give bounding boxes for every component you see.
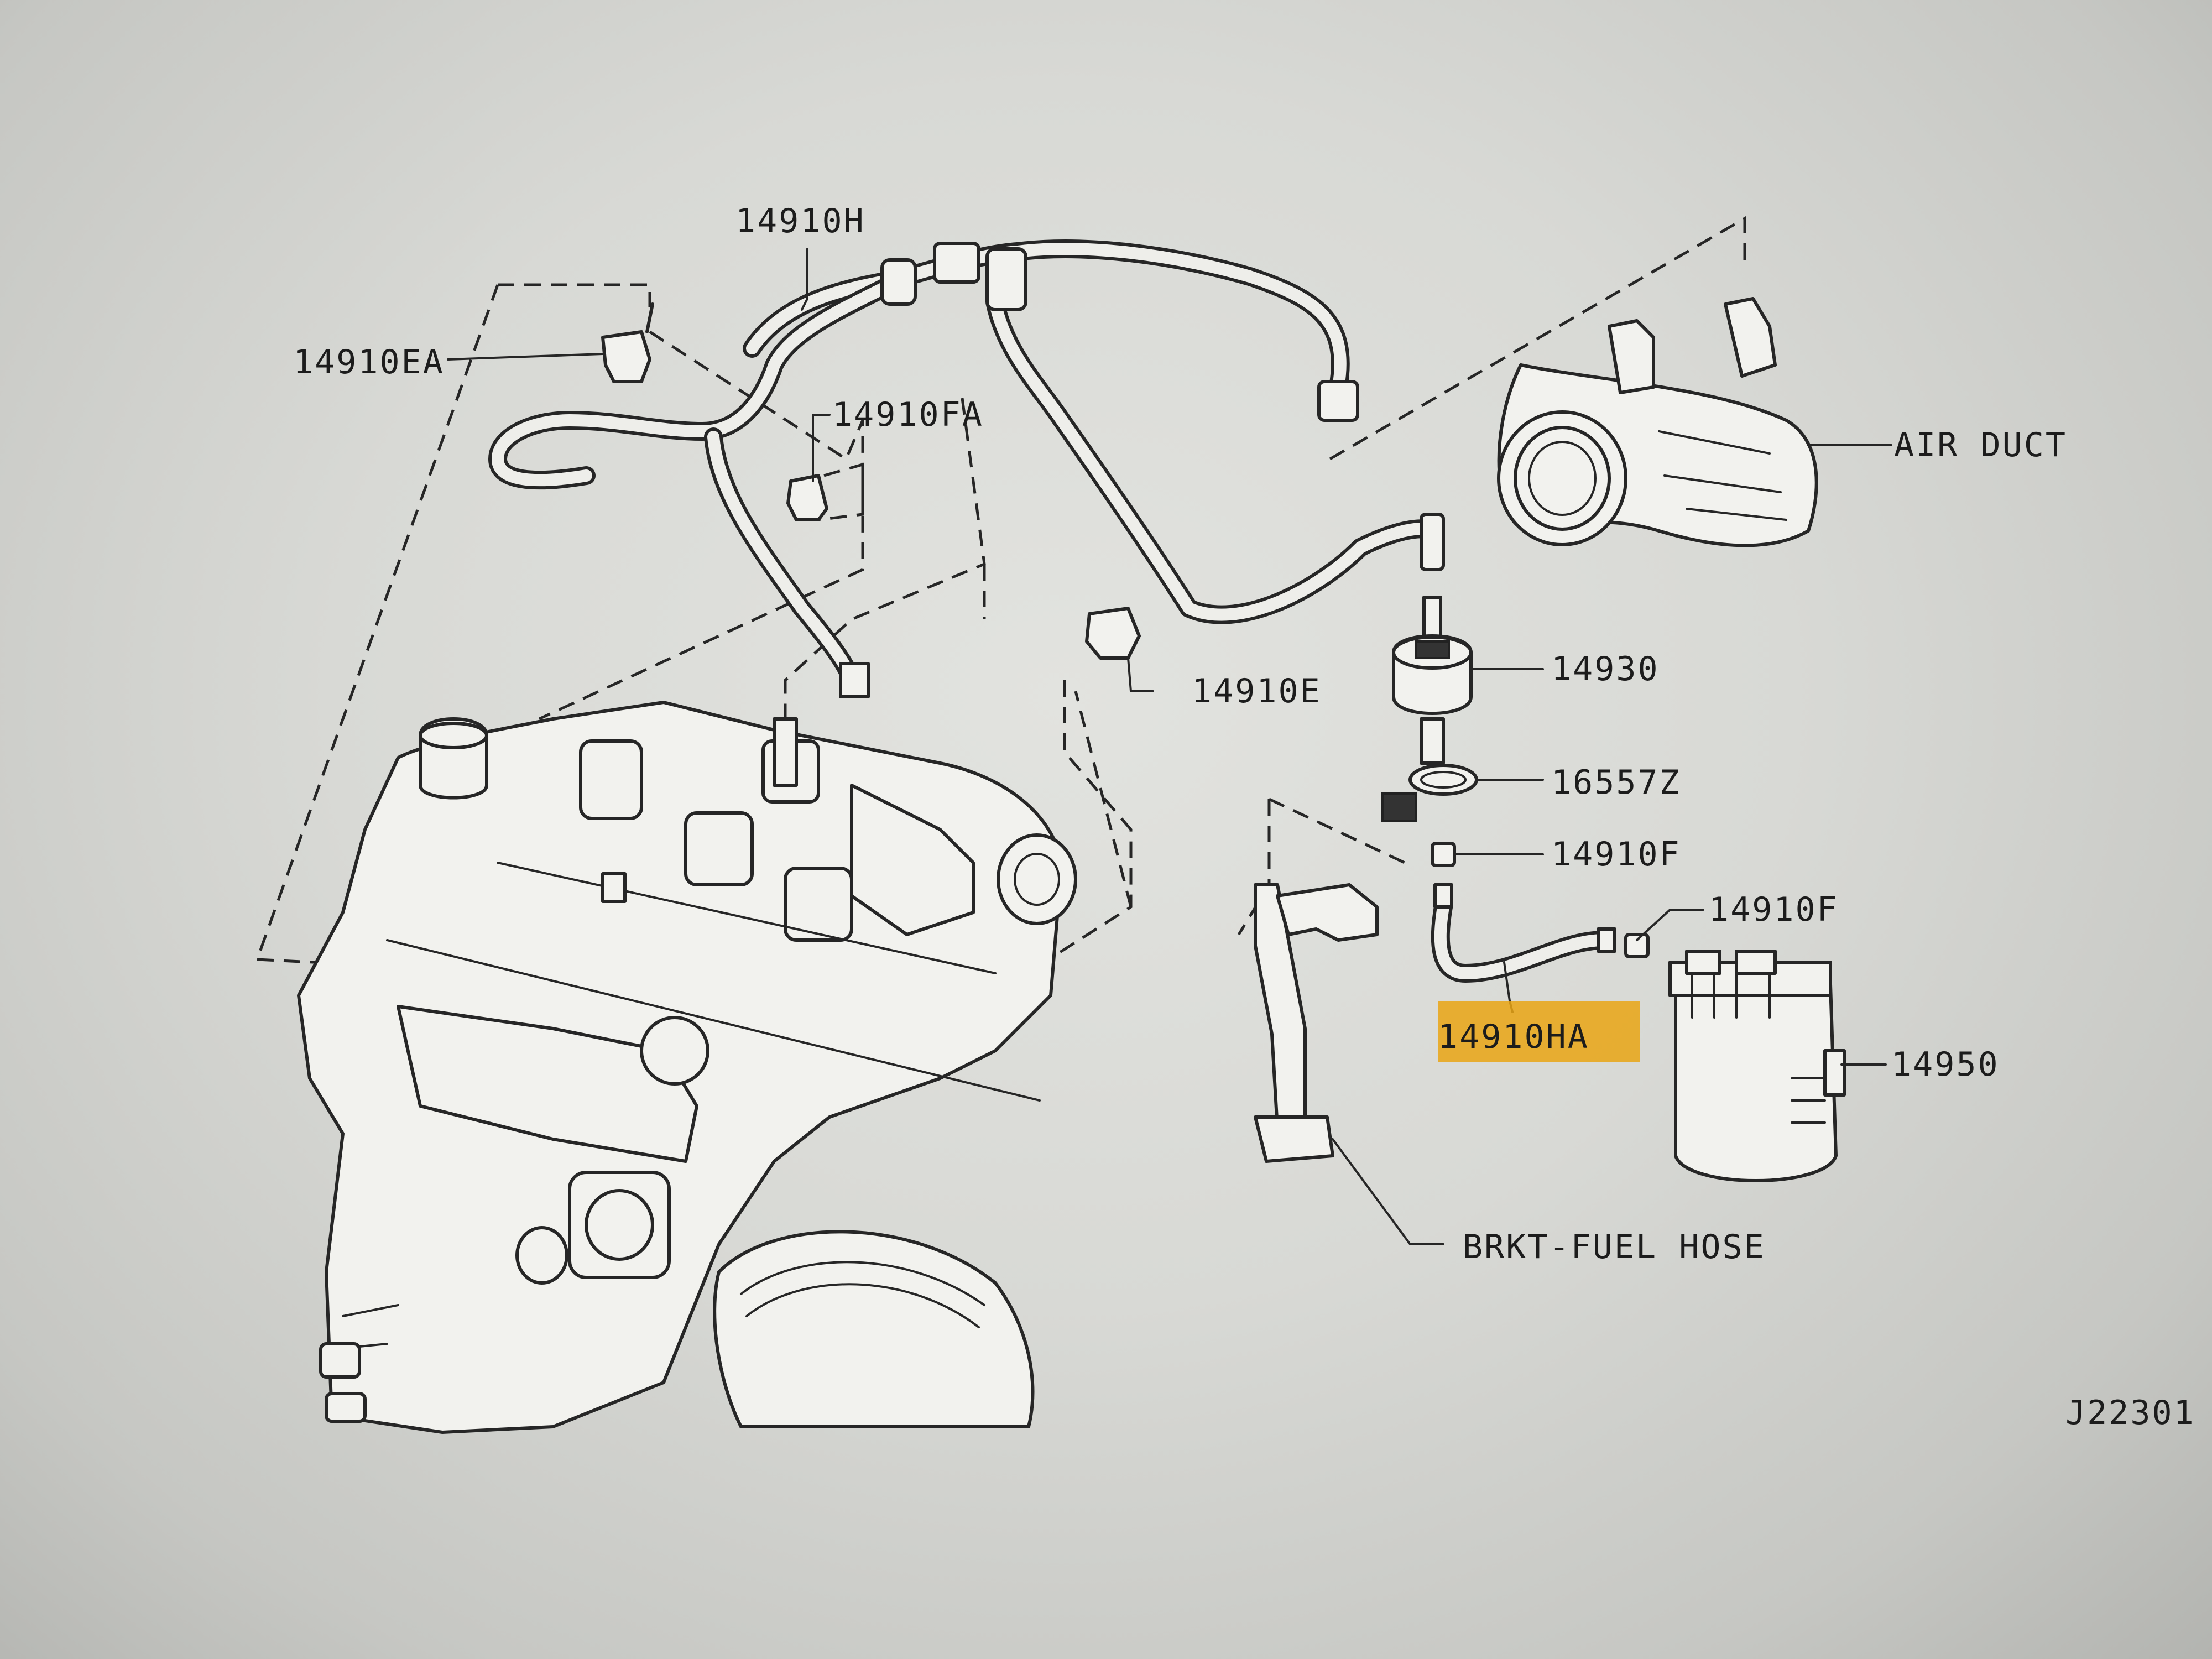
hose-14910HA [1431, 898, 1613, 983]
label-14950: 14950 [1891, 1045, 2000, 1084]
purge-hose-upper [743, 239, 1350, 397]
engine-block [297, 662, 1077, 1434]
clip-14910E [1085, 607, 1141, 660]
label-14910F-right: 14910F [1709, 890, 1839, 929]
purge-hose-left-loop [488, 273, 905, 490]
label-14910E: 14910E [1192, 672, 1322, 711]
leader-lines [447, 248, 1892, 1245]
highlight-14910HA [1438, 1001, 1640, 1062]
group-outline-canister [1000, 680, 1133, 992]
label-14910EA: 14910EA [293, 343, 445, 382]
label-14910FA: 14910FA [832, 395, 984, 434]
group-outline-airduct [1329, 216, 1746, 461]
label-14930: 14930 [1551, 650, 1660, 688]
canister-14950 [1668, 950, 1846, 1182]
figure-code: J22301 [2065, 1394, 2195, 1432]
label-14910HA: 14910HA [1438, 1018, 1589, 1056]
hose-connector-upper [880, 242, 1359, 422]
clamp-14910F-upper [1431, 842, 1456, 909]
label-14910H: 14910H [735, 202, 865, 241]
air-duct [1497, 297, 1818, 547]
purge-hose-down-right [986, 295, 1442, 624]
purge-hose-down-left [704, 427, 861, 690]
bracket-16557Z [1381, 764, 1478, 822]
clip-14910EA [601, 302, 654, 383]
clip-14910FA [786, 462, 864, 521]
clamp-14910F-right [1597, 927, 1650, 958]
purge-valve-14930 [1392, 513, 1473, 765]
label-16557Z: 16557Z [1551, 763, 1681, 802]
label-14910F-upper: 14910F [1551, 835, 1681, 874]
label-bracket-fuel-hose: BRKT-FUEL HOSE [1463, 1228, 1766, 1266]
label-air-duct: AIR DUCT [1894, 426, 2067, 465]
bracket-fuel-hose [1254, 883, 1379, 1163]
